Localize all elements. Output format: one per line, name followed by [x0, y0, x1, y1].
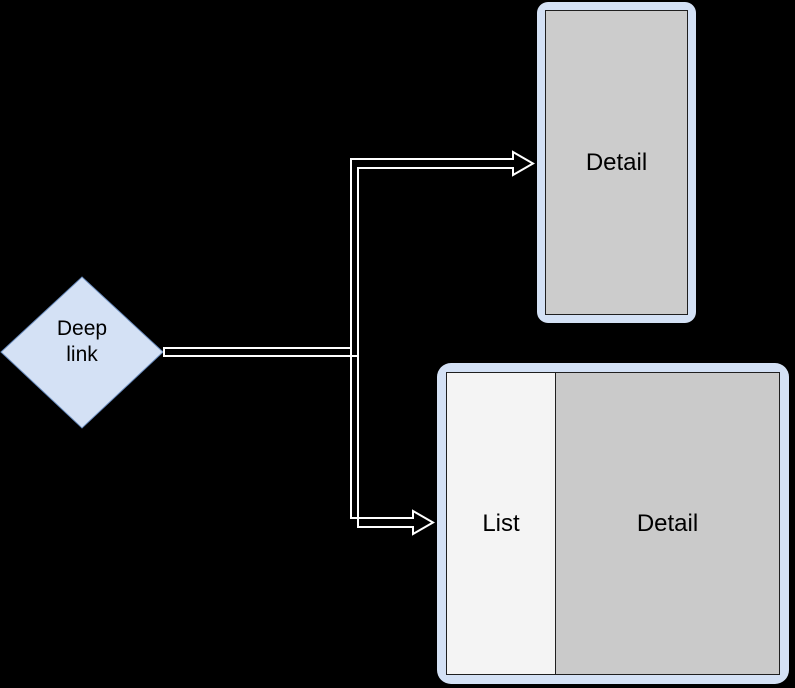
arrow-to-phone[interactable] [163, 150, 536, 357]
node-phone-device[interactable]: Detail [537, 2, 696, 323]
tablet-detail-pane[interactable]: Detail [556, 373, 779, 674]
tablet-screen[interactable]: List Detail [446, 372, 780, 675]
phone-screen[interactable]: Detail [545, 10, 688, 315]
node-deep-link[interactable] [0, 276, 164, 429]
phone-screen-label: Detail [585, 148, 648, 176]
node-tablet-device[interactable]: List Detail [437, 363, 789, 684]
tablet-detail-label: Detail [636, 509, 699, 537]
tablet-list-pane[interactable]: List [447, 373, 556, 674]
tablet-list-label: List [482, 509, 520, 537]
arrow-to-tablet[interactable] [163, 347, 436, 536]
diamond-shape[interactable] [0, 276, 164, 429]
edge-deeplink-to-phone[interactable] [163, 150, 536, 357]
edge-deeplink-to-tablet[interactable] [163, 347, 436, 536]
